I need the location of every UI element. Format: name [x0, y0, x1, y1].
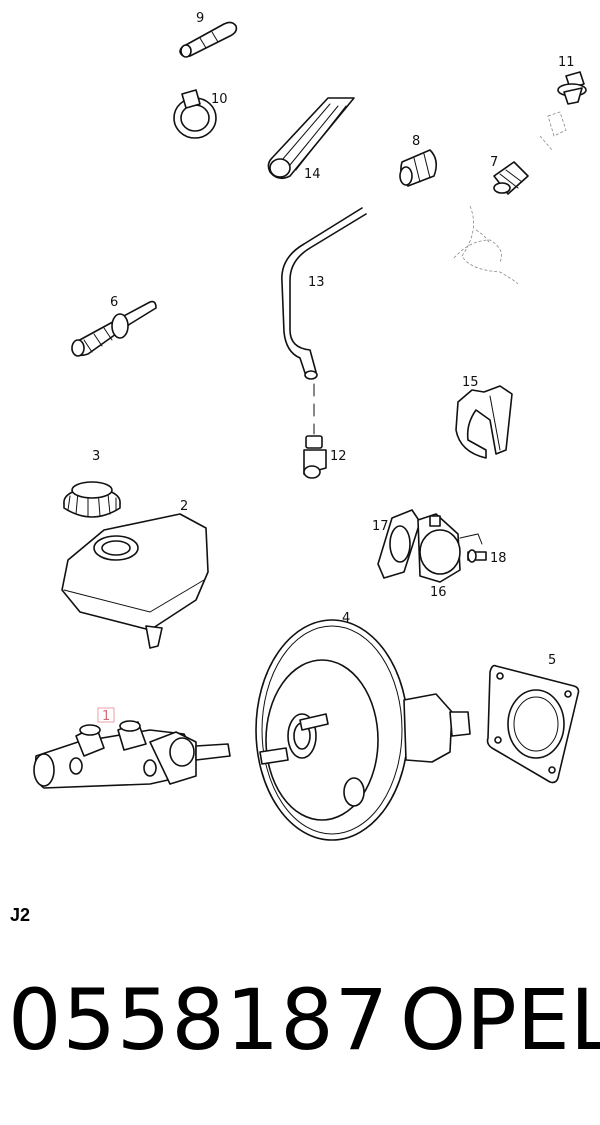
part-4-brake-booster[interactable] — [255, 619, 471, 841]
callout-1: 1 — [102, 709, 110, 724]
part-13-brake-pipe[interactable] — [281, 207, 367, 380]
callout-17: 17 — [372, 519, 389, 534]
engine-outline-sketch — [453, 205, 519, 285]
part-5-booster-gasket[interactable] — [486, 664, 580, 784]
callout-4: 4 — [342, 611, 350, 626]
part-15-clip[interactable] — [455, 385, 513, 459]
callout-10: 10 — [211, 92, 228, 107]
part-6-connector[interactable] — [71, 300, 157, 357]
callout-7: 7 — [490, 155, 498, 170]
section-code: J2 — [10, 905, 31, 925]
callout-2: 2 — [180, 499, 188, 514]
part-2-reservoir[interactable] — [61, 513, 209, 649]
part-17-gasket[interactable] — [377, 509, 421, 579]
callout-5: 5 — [548, 653, 556, 668]
callout-1-highlight-box — [97, 707, 115, 723]
part-number: 0558187 — [8, 971, 390, 1069]
callout-14: 14 — [304, 167, 321, 182]
callout-13: 13 — [308, 275, 325, 290]
part-16-pressure-regulator[interactable] — [417, 513, 483, 583]
brand-name: OPEL — [400, 971, 600, 1069]
part-18-bolt[interactable] — [467, 549, 487, 563]
callout-6: 6 — [110, 295, 118, 310]
part-14-hose[interactable] — [267, 97, 355, 180]
callout-9: 9 — [196, 11, 204, 26]
part-1-master-cylinder[interactable] — [33, 720, 231, 789]
part-3-reservoir-cap[interactable] — [63, 481, 121, 518]
callout-3: 3 — [92, 449, 100, 464]
callout-8: 8 — [412, 134, 420, 149]
callout-12: 12 — [330, 449, 347, 464]
callout-18: 18 — [490, 551, 507, 566]
callout-16: 16 — [430, 585, 447, 600]
part-8-grommet[interactable] — [399, 149, 438, 187]
part-7-fitting[interactable] — [493, 161, 529, 195]
part-10-hose-clamp[interactable] — [173, 89, 217, 139]
callout-11: 11 — [558, 55, 575, 70]
exploded-parts-diagram: 9 10 14 8 11 7 13 — [33, 11, 587, 841]
part-9-connector[interactable] — [179, 21, 238, 58]
part-12-elbow-fitting[interactable] — [303, 435, 327, 479]
part-11-valve[interactable] — [539, 71, 587, 151]
callout-15: 15 — [462, 375, 479, 390]
